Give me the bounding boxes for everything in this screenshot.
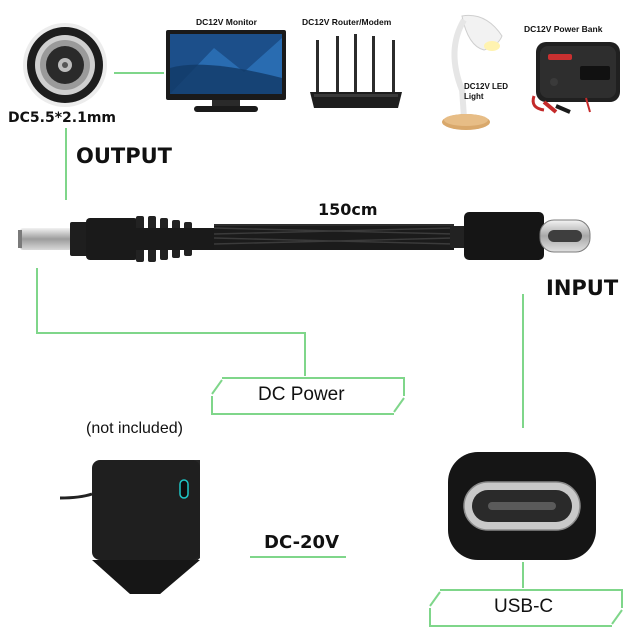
dc-plug-icon <box>16 208 216 270</box>
line-input-down <box>522 294 524 428</box>
dc-jack-end-icon <box>22 22 108 108</box>
usb-c-tag: USB-C <box>428 588 624 628</box>
device-label-router: DC12V Router/Modem <box>302 17 392 27</box>
line-dc-right <box>36 332 306 334</box>
line-dc-to-tag <box>304 332 306 376</box>
cable-length-label: 150cm <box>318 200 378 219</box>
line-dc20v-underline <box>250 556 346 558</box>
router-icon <box>306 34 406 112</box>
line-dc-to-monitor <box>114 72 164 74</box>
line-dc-down <box>36 268 38 334</box>
line-output-up <box>65 128 67 200</box>
monitor-icon <box>164 28 288 116</box>
charger-icon <box>60 448 210 598</box>
not-included-note: (not included) <box>86 420 183 437</box>
dc-size-label: DC5.5*2.1mm <box>8 110 116 126</box>
input-heading: INPUT <box>546 276 619 300</box>
usb-c-port-icon <box>446 448 598 564</box>
power-bank-icon <box>530 36 626 114</box>
device-label-lamp: DC12V LED Light <box>464 82 509 101</box>
device-label-monitor: DC12V Monitor <box>196 17 257 27</box>
voltage-label: DC-20V <box>264 532 340 553</box>
output-heading: OUTPUT <box>76 144 172 168</box>
usb-c-tag-label: USB-C <box>494 596 554 617</box>
lamp-icon <box>432 10 508 132</box>
dc-power-tag: DC Power <box>210 376 406 416</box>
line-usbc-to-tag <box>522 562 524 588</box>
device-label-power-bank: DC12V Power Bank <box>524 24 603 34</box>
dc-power-tag-label: DC Power <box>258 384 345 405</box>
braided-cable-icon <box>214 224 454 250</box>
usb-c-plug-icon <box>450 208 600 264</box>
